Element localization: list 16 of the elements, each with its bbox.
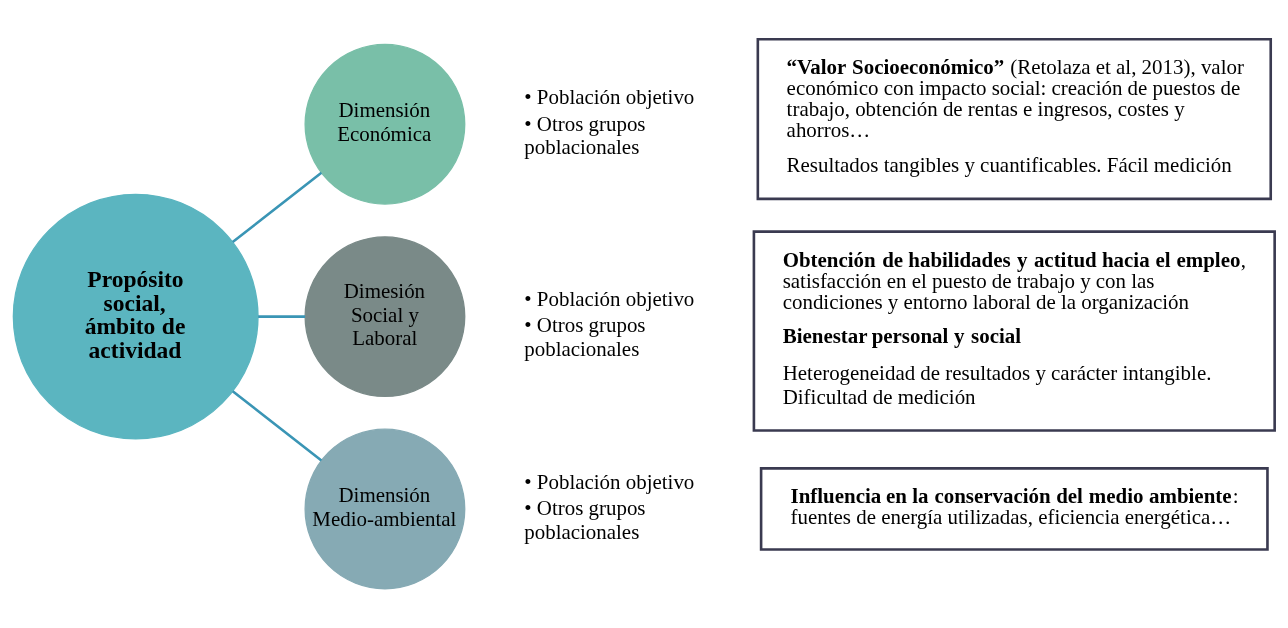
node-box: Obtención de habilidades y actitud hacia el empleo, satisfacción en el puesto de trabajo y con las condiciones y entorno laboral de la organización Bienestar personal y social Heterogeneidad de resultados y carácter intangible. Dificultad de medición bbox=[752, 230, 1276, 432]
node-circle: Dimesión Social y Laboral bbox=[304, 236, 466, 398]
node-circle: Dimensión Medio-ambiental bbox=[304, 428, 466, 590]
connector bbox=[231, 171, 323, 244]
connector bbox=[231, 390, 323, 462]
node-label: • Otros grupos poblacionales bbox=[524, 496, 646, 544]
node-label: • Población objetivo bbox=[524, 470, 695, 495]
node-label: • Otros grupos poblacionales bbox=[524, 313, 646, 361]
node-label: • Población objetivo bbox=[524, 85, 695, 110]
node-circle: Propósito social, ámbito de actividad bbox=[12, 193, 259, 440]
connector bbox=[258, 315, 306, 318]
node-box: Influencia en la conservación del medio ambiente: fuentes de energía utilizadas, eficiencia energética… bbox=[759, 467, 1269, 551]
node-label: • Población objetivo bbox=[524, 286, 695, 311]
node-box: “Valor Socioeconómico” (Retolaza et al, 2013), valor económico con impacto social: creación de puestos de trabajo, obtención de rentas e ingresos, costes y ahorros… Resultados tangibles y cuantificables. Fácil medición bbox=[756, 37, 1273, 201]
node-circle: Dimensión Económica bbox=[304, 43, 466, 205]
node-label: • Otros grupos poblacionales bbox=[524, 111, 646, 160]
